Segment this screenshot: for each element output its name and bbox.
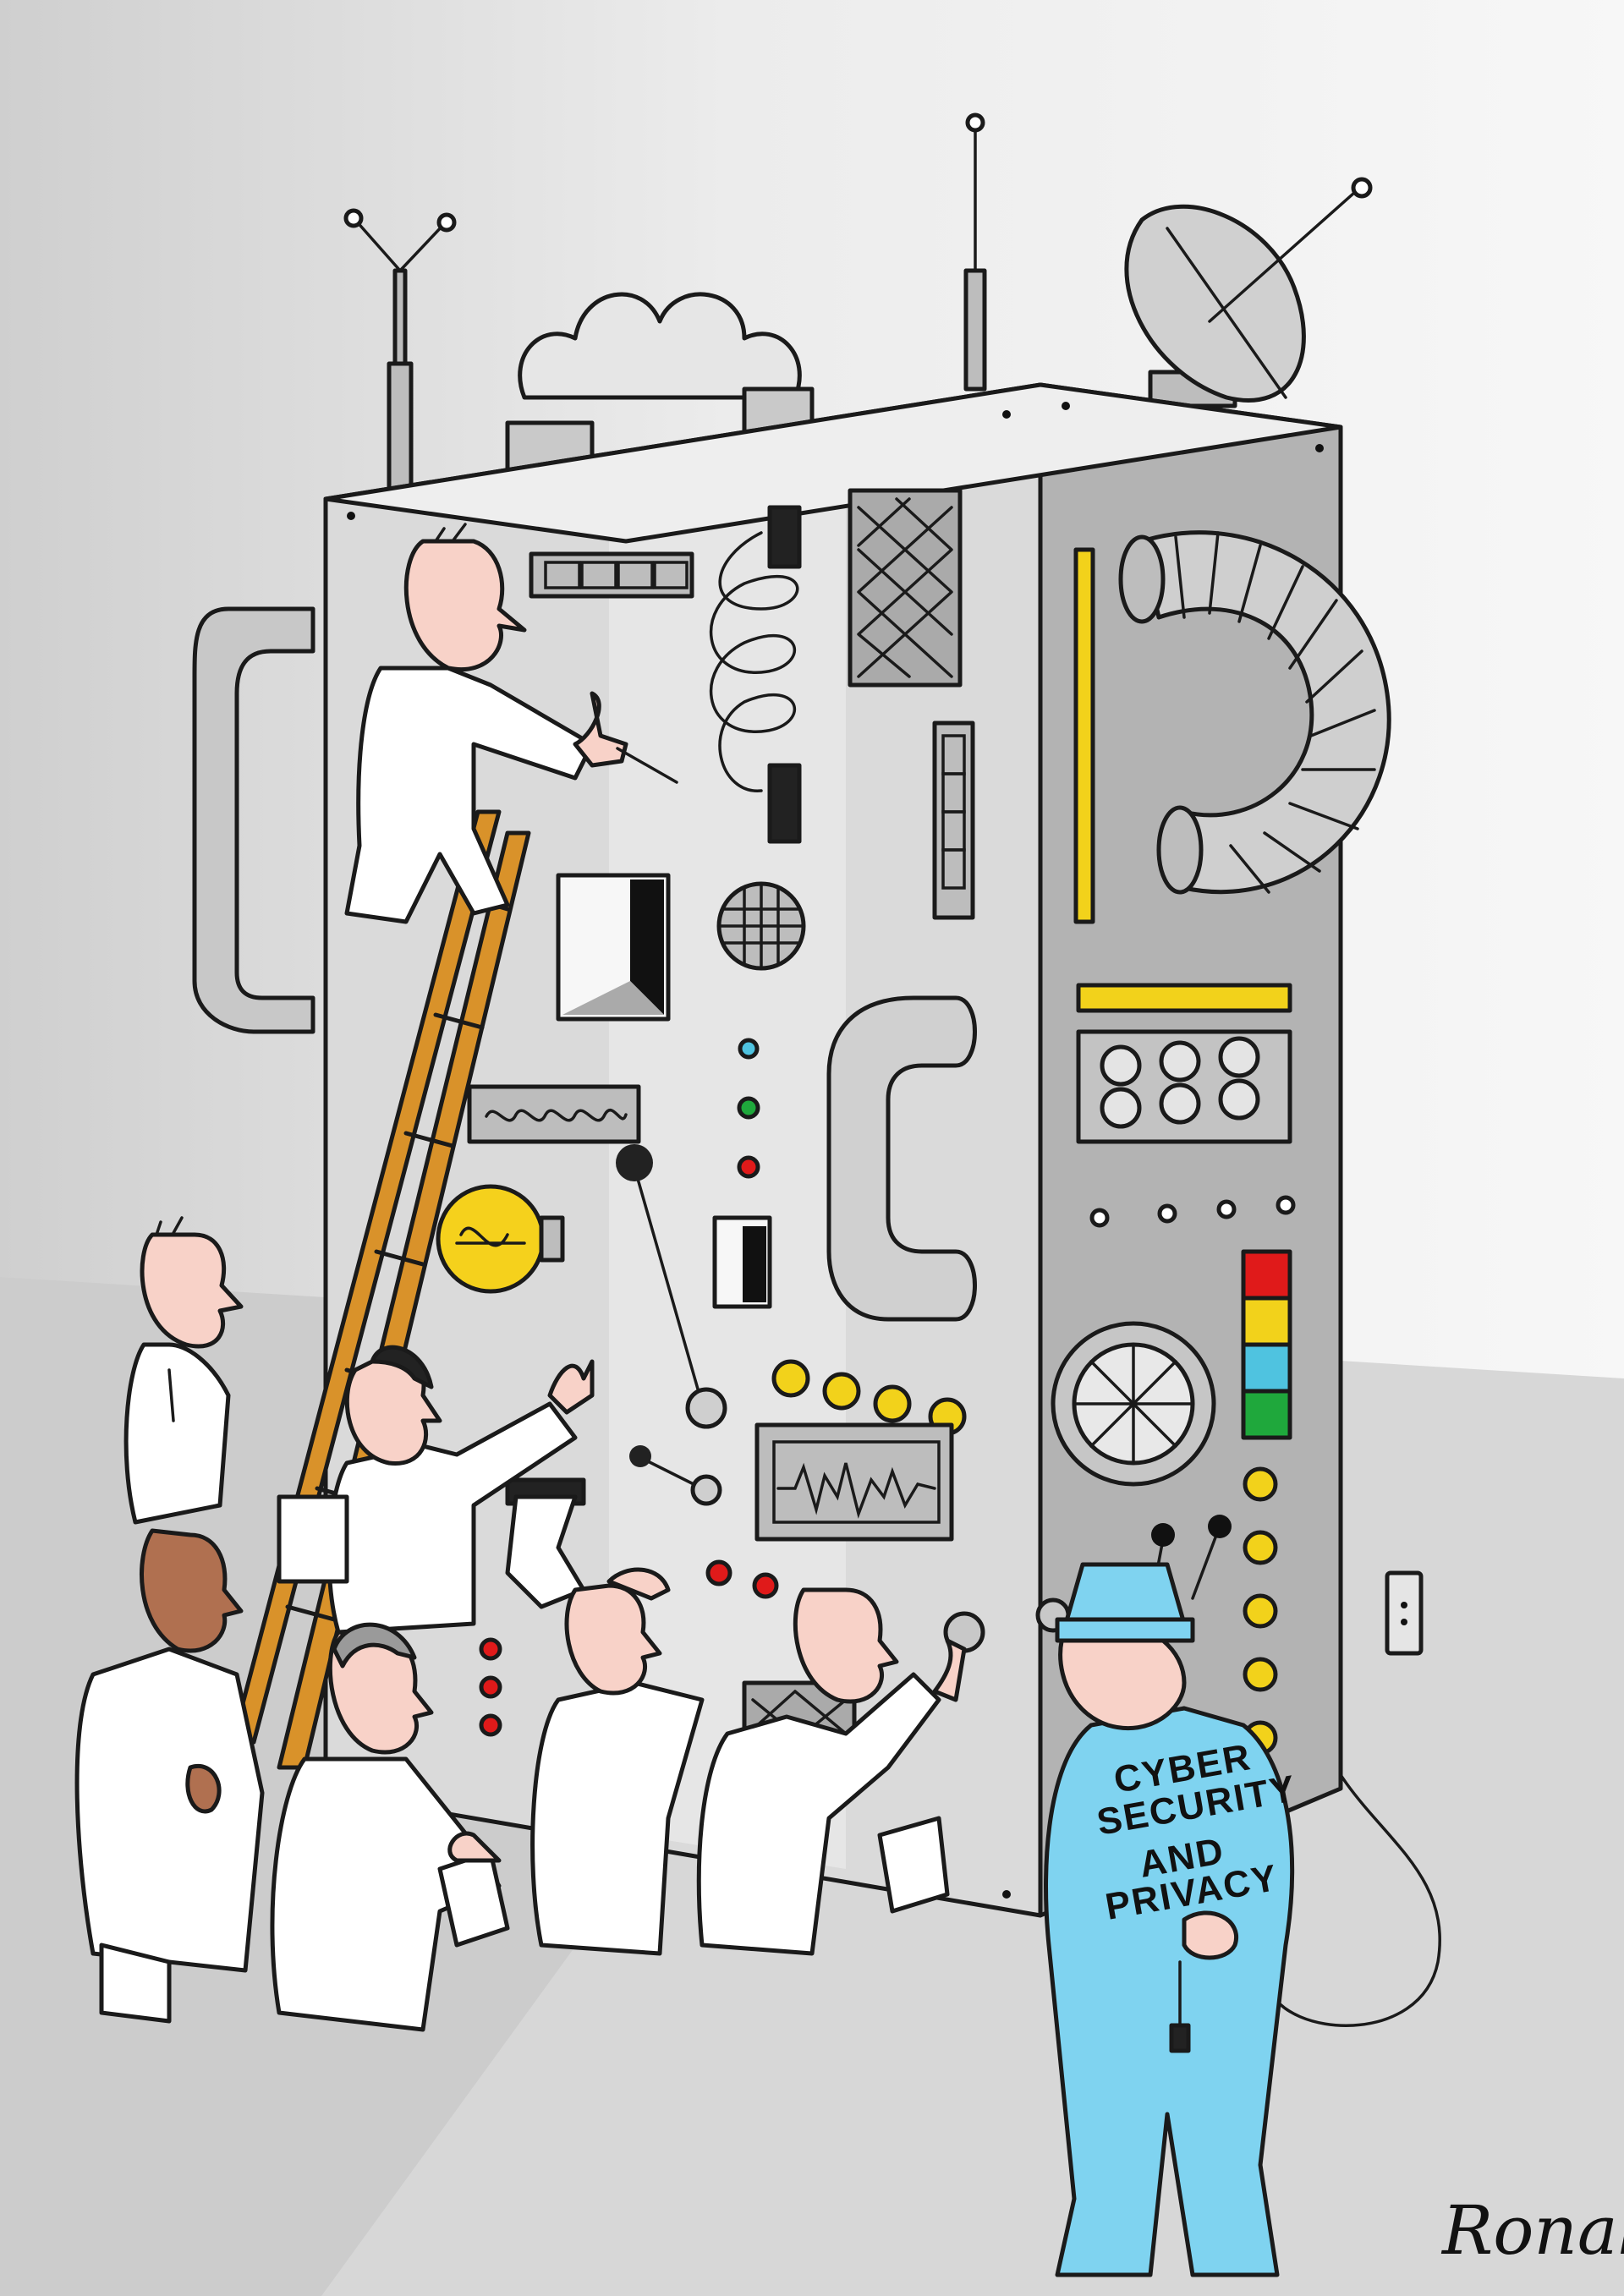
- front-vertical-indicator: [932, 721, 975, 920]
- oscilloscope: [754, 1422, 954, 1542]
- antenna-right: [963, 112, 987, 392]
- panel-screws: [347, 402, 1324, 1899]
- wall-socket: [1385, 1570, 1424, 1656]
- scientist-scratching-head: [447, 1567, 705, 1956]
- scientist-dark-skin: [74, 1528, 265, 2024]
- scientist-on-ladder: [344, 523, 678, 924]
- filament-panel: [467, 1084, 641, 1144]
- antenna-left: [343, 208, 457, 501]
- accordion-pipe: [1118, 530, 1391, 895]
- telephone-handset: [826, 995, 977, 1322]
- indicator-green: [737, 1096, 760, 1120]
- paper-slot: [505, 1477, 586, 1609]
- scientist-dark-hair: [277, 1345, 595, 1635]
- side-yellow-bar: [1073, 547, 1095, 924]
- coil-spring: [709, 531, 799, 792]
- switch-box: [712, 1215, 772, 1309]
- side-vent-rollers: [1100, 1036, 1260, 1129]
- side-slot-top: [1076, 983, 1292, 1013]
- indicator-cyan: [738, 1038, 760, 1060]
- front-mesh-panel: [848, 488, 963, 688]
- satellite-dish: [1124, 177, 1373, 408]
- top-coil: [518, 292, 802, 400]
- machine-top: [323, 382, 1343, 544]
- scientist-left-back: [123, 1216, 244, 1525]
- front-screen-box: [556, 873, 671, 1022]
- coil-bracket-top: [767, 505, 802, 569]
- side-indicator-stack: [1241, 1249, 1292, 1440]
- side-knobs-row: [1089, 1195, 1296, 1228]
- indicator-red: [737, 1155, 760, 1179]
- side-pipe-left: [192, 606, 315, 1034]
- microphone-grille: [716, 881, 806, 971]
- front-indicator-strip: [529, 551, 694, 599]
- front-lever: [616, 1144, 727, 1429]
- scientist-grey-hair: [270, 1622, 510, 2032]
- artist-signature: Ronald: [1440, 2191, 1624, 2270]
- light-bulb: [436, 1184, 565, 1294]
- scientist-pressing-button: [696, 1587, 967, 1956]
- coil-bracket-bottom: [767, 763, 802, 844]
- security-guard: CYBER SECURITY AND PRIVACY: [1044, 1562, 1300, 2277]
- red-buttons: [479, 1559, 779, 1737]
- yellow-buttons-row: [771, 1359, 967, 1436]
- side-fan: [1051, 1321, 1216, 1487]
